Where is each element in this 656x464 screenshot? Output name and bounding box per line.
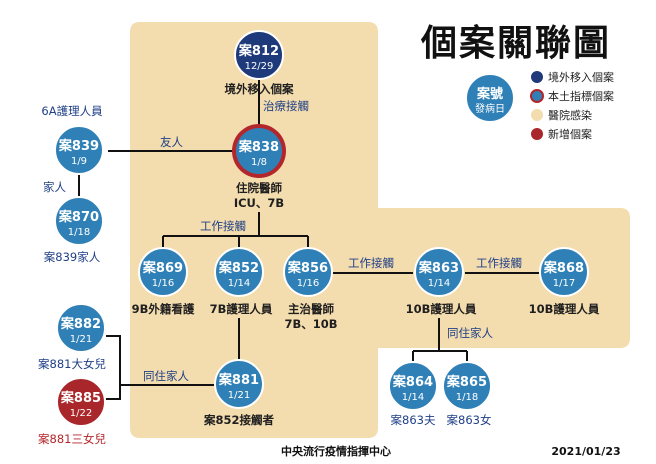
case-882-caption: 案881大女兒 xyxy=(38,357,106,371)
legend-label-new: 新增個案 xyxy=(548,127,592,141)
case-856-date: 1/16 xyxy=(297,278,319,289)
case-865-caption: 案863女 xyxy=(447,413,492,427)
case-856-node: 案856 1/16 主治醫師 7B、10B xyxy=(283,247,338,331)
case-863-date: 1/14 xyxy=(428,278,450,289)
legend-key-node: 案號 發病日 xyxy=(465,73,515,123)
case-852-caption: 7B護理人員 xyxy=(210,302,273,316)
edge-label-work-838: 工作接觸 xyxy=(200,219,246,233)
case-870-date: 1/18 xyxy=(68,227,90,238)
edge-label-family: 家人 xyxy=(43,180,66,194)
case-838-node: 案838 1/8 住院醫師 ICU、7B xyxy=(232,124,286,210)
legend-label-imported: 境外移入個案 xyxy=(548,70,614,84)
diagram-title: 個案關聯圖 xyxy=(420,23,611,64)
edge-label-treatment: 治療接觸 xyxy=(263,99,309,113)
legend-key-date: 發病日 xyxy=(475,102,505,115)
case-839-node: 6A護理人員 案839 1/9 xyxy=(41,104,104,175)
case-870-caption: 案839家人 xyxy=(44,250,101,264)
case-856-number: 案856 xyxy=(287,260,328,276)
case-869-node: 案869 1/16 9B外籍看護 xyxy=(132,247,195,316)
case-881-date: 1/21 xyxy=(228,390,250,401)
case-856-caption-role: 主治醫師 xyxy=(288,302,334,316)
case-838-caption-role: 住院醫師 xyxy=(236,181,282,195)
case-863-caption: 10B護理人員 xyxy=(406,302,477,316)
case-882-number: 案882 xyxy=(60,316,101,332)
legend-label-index: 本土指標個案 xyxy=(548,89,614,103)
case-856-caption-wards: 7B、10B xyxy=(284,317,337,331)
case-868-node: 案868 1/17 10B護理人員 xyxy=(529,247,600,316)
case-839-date: 1/9 xyxy=(71,156,87,167)
case-885-caption: 案881三女兒 xyxy=(38,432,106,446)
case-870-number: 案870 xyxy=(58,209,99,225)
case-869-number: 案869 xyxy=(142,260,183,276)
edge-label-friend: 友人 xyxy=(160,135,183,149)
case-868-date: 1/17 xyxy=(553,278,575,289)
case-863-number: 案863 xyxy=(418,260,459,276)
footer-date: 2021/01/23 xyxy=(551,445,620,458)
case-812-date: 12/29 xyxy=(245,61,274,72)
case-885-node: 案885 1/22 案881三女兒 xyxy=(38,377,106,446)
legend-label-hospital: 醫院感染 xyxy=(548,108,592,122)
case-882-node: 案882 1/21 案881大女兒 xyxy=(38,303,106,371)
case-869-caption: 9B外籍看護 xyxy=(132,302,195,316)
case-882-date: 1/21 xyxy=(70,334,92,345)
case-812-number: 案812 xyxy=(238,43,279,59)
case-870-node: 案870 1/18 案839家人 xyxy=(44,196,104,264)
case-864-node: 案864 1/14 案863夫 xyxy=(388,361,438,427)
legend-item-hospital: 醫院感染 xyxy=(531,108,592,122)
case-885-date: 1/22 xyxy=(70,408,92,419)
case-865-number: 案865 xyxy=(446,374,487,390)
case-838-caption-wards: ICU、7B xyxy=(234,196,284,210)
legend: 案號 發病日 境外移入個案 本土指標個案 醫院感染 新增個案 xyxy=(465,70,614,141)
case-885-number: 案885 xyxy=(60,390,101,406)
case-839-number: 案839 xyxy=(58,138,99,154)
case-881-number: 案881 xyxy=(218,372,259,388)
case-852-date: 1/14 xyxy=(228,278,250,289)
case-865-node: 案865 1/18 案863女 xyxy=(442,361,492,427)
case-865-date: 1/18 xyxy=(456,392,478,403)
edge-labels: 治療接觸 友人 家人 工作接觸 工作接觸 工作接觸 同住家人 同住家人 xyxy=(43,99,522,383)
case-812-caption: 境外移入個案 xyxy=(225,82,294,96)
case-838-date: 1/8 xyxy=(251,157,267,168)
case-869-date: 1/16 xyxy=(152,278,174,289)
case-863-node: 案863 1/14 10B護理人員 xyxy=(406,247,477,316)
legend-item-index: 本土指標個案 xyxy=(530,89,614,103)
case-881-caption: 案852接觸者 xyxy=(203,413,275,427)
footer-source: 中央流行疫情指揮中心 xyxy=(281,444,391,458)
case-852-number: 案852 xyxy=(218,260,259,276)
case-852-node: 案852 1/14 7B護理人員 xyxy=(210,247,273,316)
case-864-caption: 案863夫 xyxy=(391,413,436,427)
legend-item-new: 新增個案 xyxy=(531,127,592,141)
case-864-date: 1/14 xyxy=(402,392,424,403)
case-812-node: 案812 12/29 境外移入個案 xyxy=(225,30,294,96)
case-839-caption: 6A護理人員 xyxy=(41,104,103,118)
edge-label-cohabit-881: 同住家人 xyxy=(143,369,189,383)
legend-item-imported: 境外移入個案 xyxy=(531,70,614,84)
case-881-node: 案881 1/21 案852接觸者 xyxy=(203,359,275,427)
case-868-caption: 10B護理人員 xyxy=(529,302,600,316)
legend-key-case: 案號 xyxy=(476,86,503,102)
connection-lines xyxy=(78,78,540,400)
case-838-number: 案838 xyxy=(238,139,279,155)
edge-label-work-856-863: 工作接觸 xyxy=(348,256,394,270)
edge-label-work-863-868: 工作接觸 xyxy=(476,256,522,270)
case-868-number: 案868 xyxy=(543,260,584,276)
edge-label-cohabit-863: 同住家人 xyxy=(447,326,493,340)
case-864-number: 案864 xyxy=(392,374,433,390)
